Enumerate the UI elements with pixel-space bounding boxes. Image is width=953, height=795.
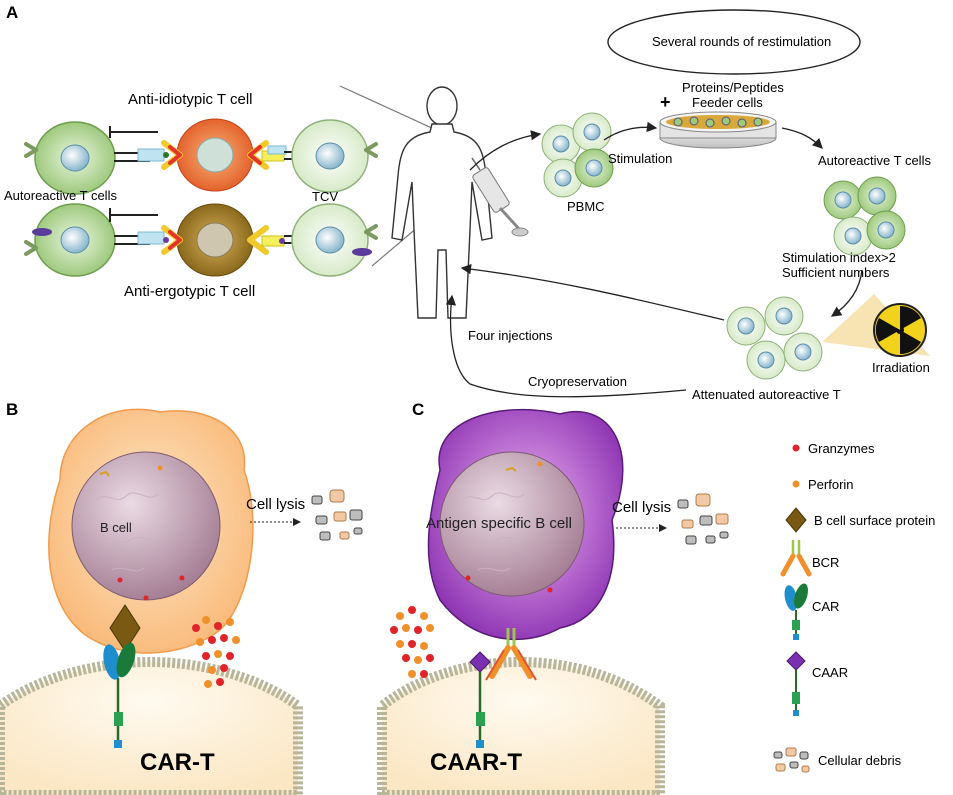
autoreactive-t-cells-right-label: Autoreactive T cells: [818, 153, 931, 168]
cell-lysis-label-c: Cell lysis: [612, 499, 671, 516]
car-t-cell: [0, 656, 303, 795]
cellular-debris-c: [677, 493, 729, 545]
legend-label-caar: CAAR: [812, 665, 848, 680]
perforin-dot-icon: [792, 480, 800, 488]
sufficient-numbers-label: Sufficient numbers: [782, 265, 890, 280]
caar-receptor-icon: [469, 651, 491, 748]
granule-cloud-b: [192, 616, 240, 688]
surface-protein-icon: [785, 507, 807, 533]
b-cell-label: B cell: [100, 520, 132, 535]
cellular-debris-b: [311, 489, 363, 541]
antigen-specific-b-cell-label: Antigen specific B cell: [426, 515, 572, 532]
car-receptor-icon: [103, 642, 136, 748]
proteins-peptides-label: Proteins/Peptides: [682, 80, 784, 95]
car-icon: [784, 583, 808, 640]
autoreactive-t-cells-left-label: Autoreactive T cells: [4, 188, 117, 203]
anti-idiotypic-label: Anti-idiotypic T cell: [128, 91, 253, 108]
cell-lysis-label-b: Cell lysis: [246, 496, 305, 513]
legend-label-debris: Cellular debris: [818, 753, 902, 768]
restimulation-loop: [607, 9, 861, 75]
debris-icon: [773, 747, 810, 773]
granzyme-dot-icon: [792, 444, 800, 452]
panel-label-c: C: [412, 400, 424, 419]
cryopreservation-label: Cryopreservation: [528, 374, 627, 389]
restimulation-label: Several rounds of restimulation: [652, 34, 831, 49]
legend-label-granzymes: Granzymes: [808, 441, 875, 456]
bcr-receptor-icon: [485, 628, 537, 681]
tcv-label: TCV: [312, 189, 338, 204]
b-cell: [48, 408, 254, 654]
attenuated-t-cell-cluster: [726, 296, 823, 380]
plus-sign: +: [660, 92, 671, 112]
four-injections-label: Four injections: [468, 328, 553, 343]
anti-ergotypic-interaction: [24, 203, 378, 277]
panel-label-b: B: [6, 400, 18, 419]
legend-label-perforin: Perforin: [808, 477, 854, 492]
petri-dish-icon: [659, 111, 777, 149]
granule-cloud-c: [390, 606, 434, 678]
radiation-icon: [822, 294, 930, 357]
legend-label-car: CAR: [812, 599, 839, 614]
legend: Granzymes Perforin B cell surface protei…: [773, 441, 935, 773]
antigen-specific-b-cell: [427, 408, 624, 641]
caar-t-label: CAAR-T: [430, 749, 522, 776]
anti-idiotypic-interaction: [24, 118, 378, 195]
stimulation-index-label: Stimulation index>2: [782, 250, 896, 265]
caar-icon: [786, 651, 806, 716]
stimulation-label: Stimulation: [608, 151, 672, 166]
car-t-label: CAR-T: [140, 749, 215, 776]
legend-label-surface-protein: B cell surface protein: [814, 513, 935, 528]
human-body-icon: [391, 86, 493, 319]
anti-ergotypic-label: Anti-ergotypic T cell: [124, 283, 255, 300]
autoreactive-t-cell-cluster: [823, 176, 906, 256]
irradiation-label: Irradiation: [872, 360, 930, 375]
feeder-cells-label: Feeder cells: [692, 95, 763, 110]
pbmc-label: PBMC: [567, 199, 605, 214]
panel-label-a: A: [6, 3, 18, 22]
pbmc-cells: [541, 112, 614, 198]
attenuated-label: Attenuated autoreactive T: [692, 387, 841, 402]
legend-label-bcr: BCR: [812, 555, 839, 570]
syringe-icon: [471, 157, 529, 237]
bcr-icon: [780, 540, 812, 577]
